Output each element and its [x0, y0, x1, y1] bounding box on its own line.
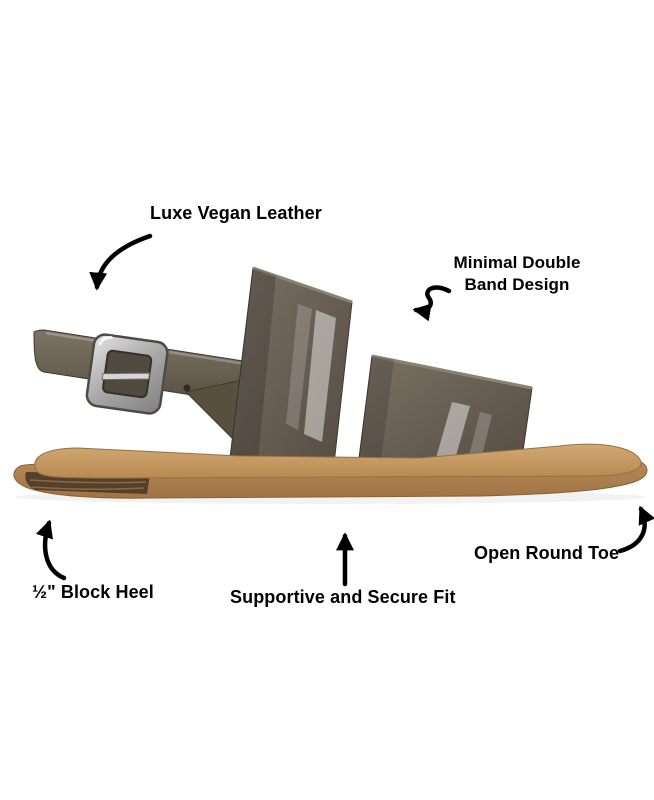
annotation-open-round-toe: Open Round Toe	[474, 543, 620, 563]
buckle-glint	[98, 335, 113, 346]
strap-hole	[183, 384, 191, 392]
buckle-prong	[101, 372, 151, 381]
heel-grain-line	[31, 486, 145, 491]
front-band-shade	[358, 356, 394, 468]
annotation-minimal-double-band: Minimal Double Band Design	[453, 253, 581, 294]
arrow-to-heel	[35, 519, 67, 581]
annotation-block-heel: ½" Block Heel	[32, 582, 154, 602]
arrow-to-buckle-strap	[89, 233, 153, 291]
arrow-to-toe	[617, 505, 654, 554]
rear-band-shine-soft	[286, 304, 312, 430]
arrow-to-double-band	[412, 285, 452, 322]
front-band-top-edge	[371, 354, 533, 390]
heel-grain-line	[29, 479, 147, 484]
rear-band-shine	[304, 310, 336, 442]
buckle	[85, 333, 169, 415]
rear-band-top-edge	[252, 266, 353, 304]
annotation-luxe-vegan-leather: Luxe Vegan Leather	[150, 203, 322, 223]
rear-band-shade	[230, 268, 276, 460]
sandal-footbed	[34, 443, 642, 479]
front-band-shine	[434, 402, 470, 470]
annotation-supportive-secure-fit: Supportive and Secure Fit	[230, 587, 456, 607]
